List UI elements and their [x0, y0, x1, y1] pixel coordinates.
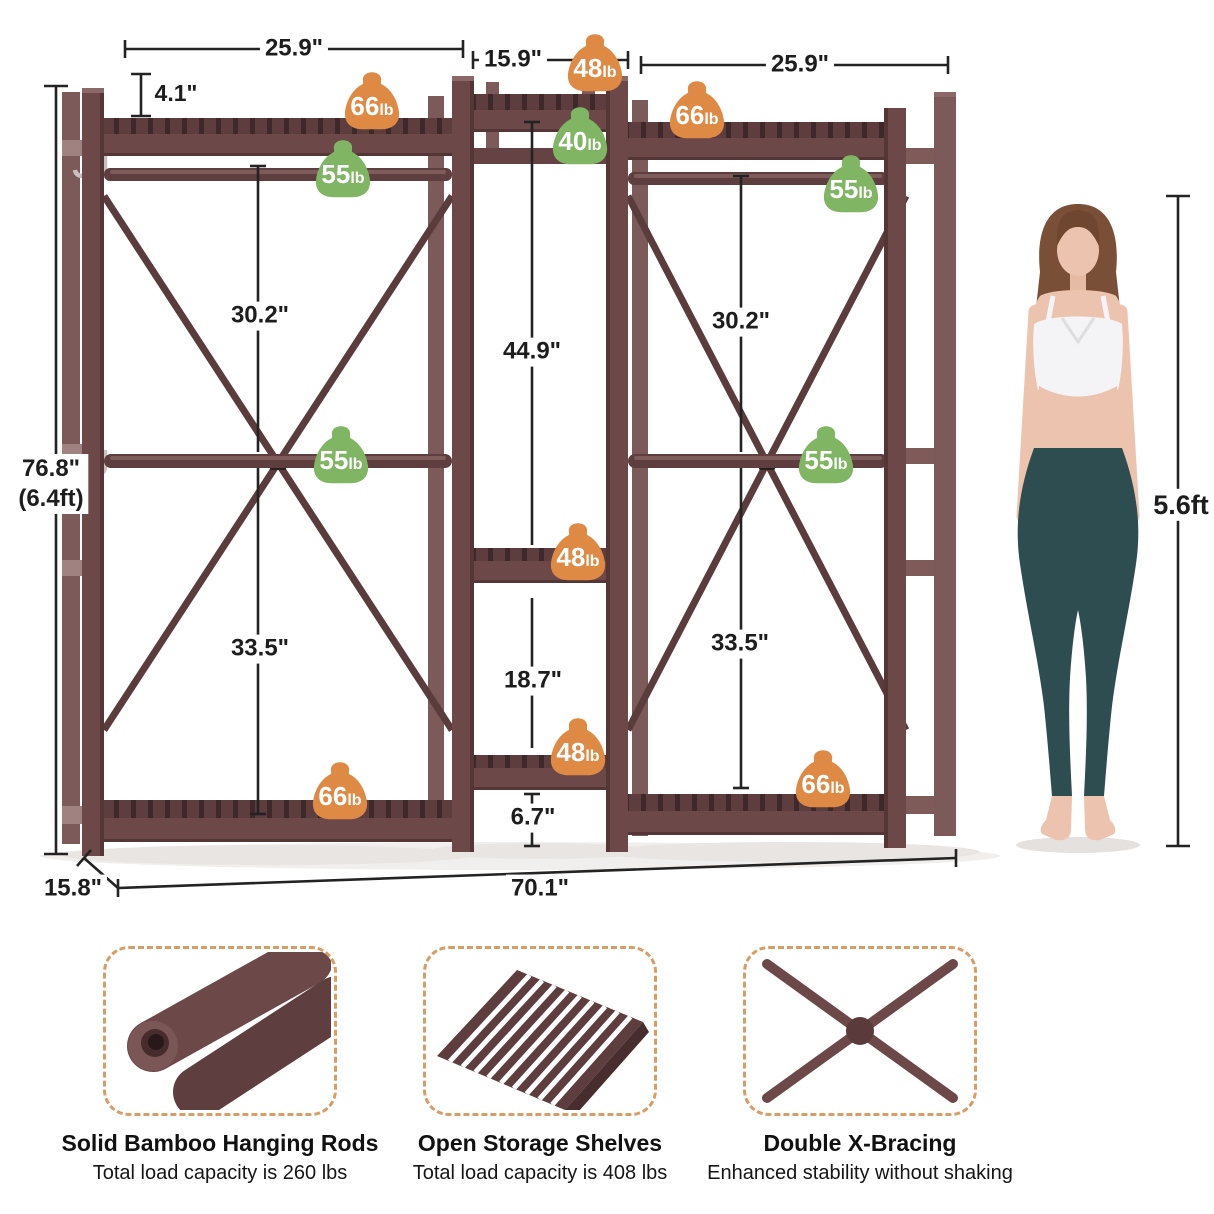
right-section — [624, 92, 956, 848]
feature-hanging-rods: Solid Bamboo Hanging Rods Total load cap… — [60, 946, 380, 1185]
dim-overall-width: 70.1" — [505, 874, 575, 904]
model-figure — [1016, 204, 1140, 841]
dim-top-right-width: 25.9" — [765, 50, 835, 80]
dim-post-top-offset: 4.1" — [149, 80, 203, 108]
dim-right-upper-section: 30.2" — [706, 307, 776, 337]
dim-middle-lower-section: 18.7" — [498, 666, 568, 696]
dim-left-upper-section: 30.2" — [225, 301, 295, 331]
dim-middle-upper-section: 44.9" — [497, 337, 567, 367]
dim-right-lower-section: 33.5" — [705, 629, 775, 659]
feature-subtitle: Enhanced stability without shaking — [707, 1162, 1013, 1184]
feature-title: Solid Bamboo Hanging Rods — [61, 1130, 379, 1156]
feature-subtitle: Total load capacity is 260 lbs — [92, 1162, 348, 1184]
dim-bottom-clearance: 6.7" — [505, 803, 561, 833]
dim-top-left-width: 25.9" — [259, 34, 329, 64]
dim-overall-height-in: 76.8" — [21, 455, 81, 482]
x-brace-icon — [743, 946, 977, 1116]
dim-model-height: 5.6ft — [1148, 488, 1214, 522]
dim-overall-height: 76.8" (6.4ft) — [13, 454, 89, 514]
dim-top-middle-width: 15.9" — [478, 45, 548, 75]
hanging-rods-icon — [103, 946, 337, 1116]
feature-storage-shelves: Open Storage Shelves Total load capacity… — [380, 946, 700, 1185]
dim-depth: 15.8" — [38, 874, 108, 904]
feature-title: Open Storage Shelves — [417, 1130, 663, 1156]
left-section — [82, 88, 455, 856]
slatted-shelf-icon — [423, 946, 657, 1116]
feature-subtitle: Total load capacity is 408 lbs — [412, 1162, 668, 1184]
dim-overall-height-ft: (6.4ft) — [18, 485, 84, 512]
dim-left-lower-section: 33.5" — [225, 634, 295, 664]
floor-shadow — [40, 837, 1140, 870]
feature-title: Double X-Bracing — [763, 1130, 957, 1156]
feature-x-bracing: Double X-Bracing Enhanced stability with… — [700, 946, 1020, 1185]
